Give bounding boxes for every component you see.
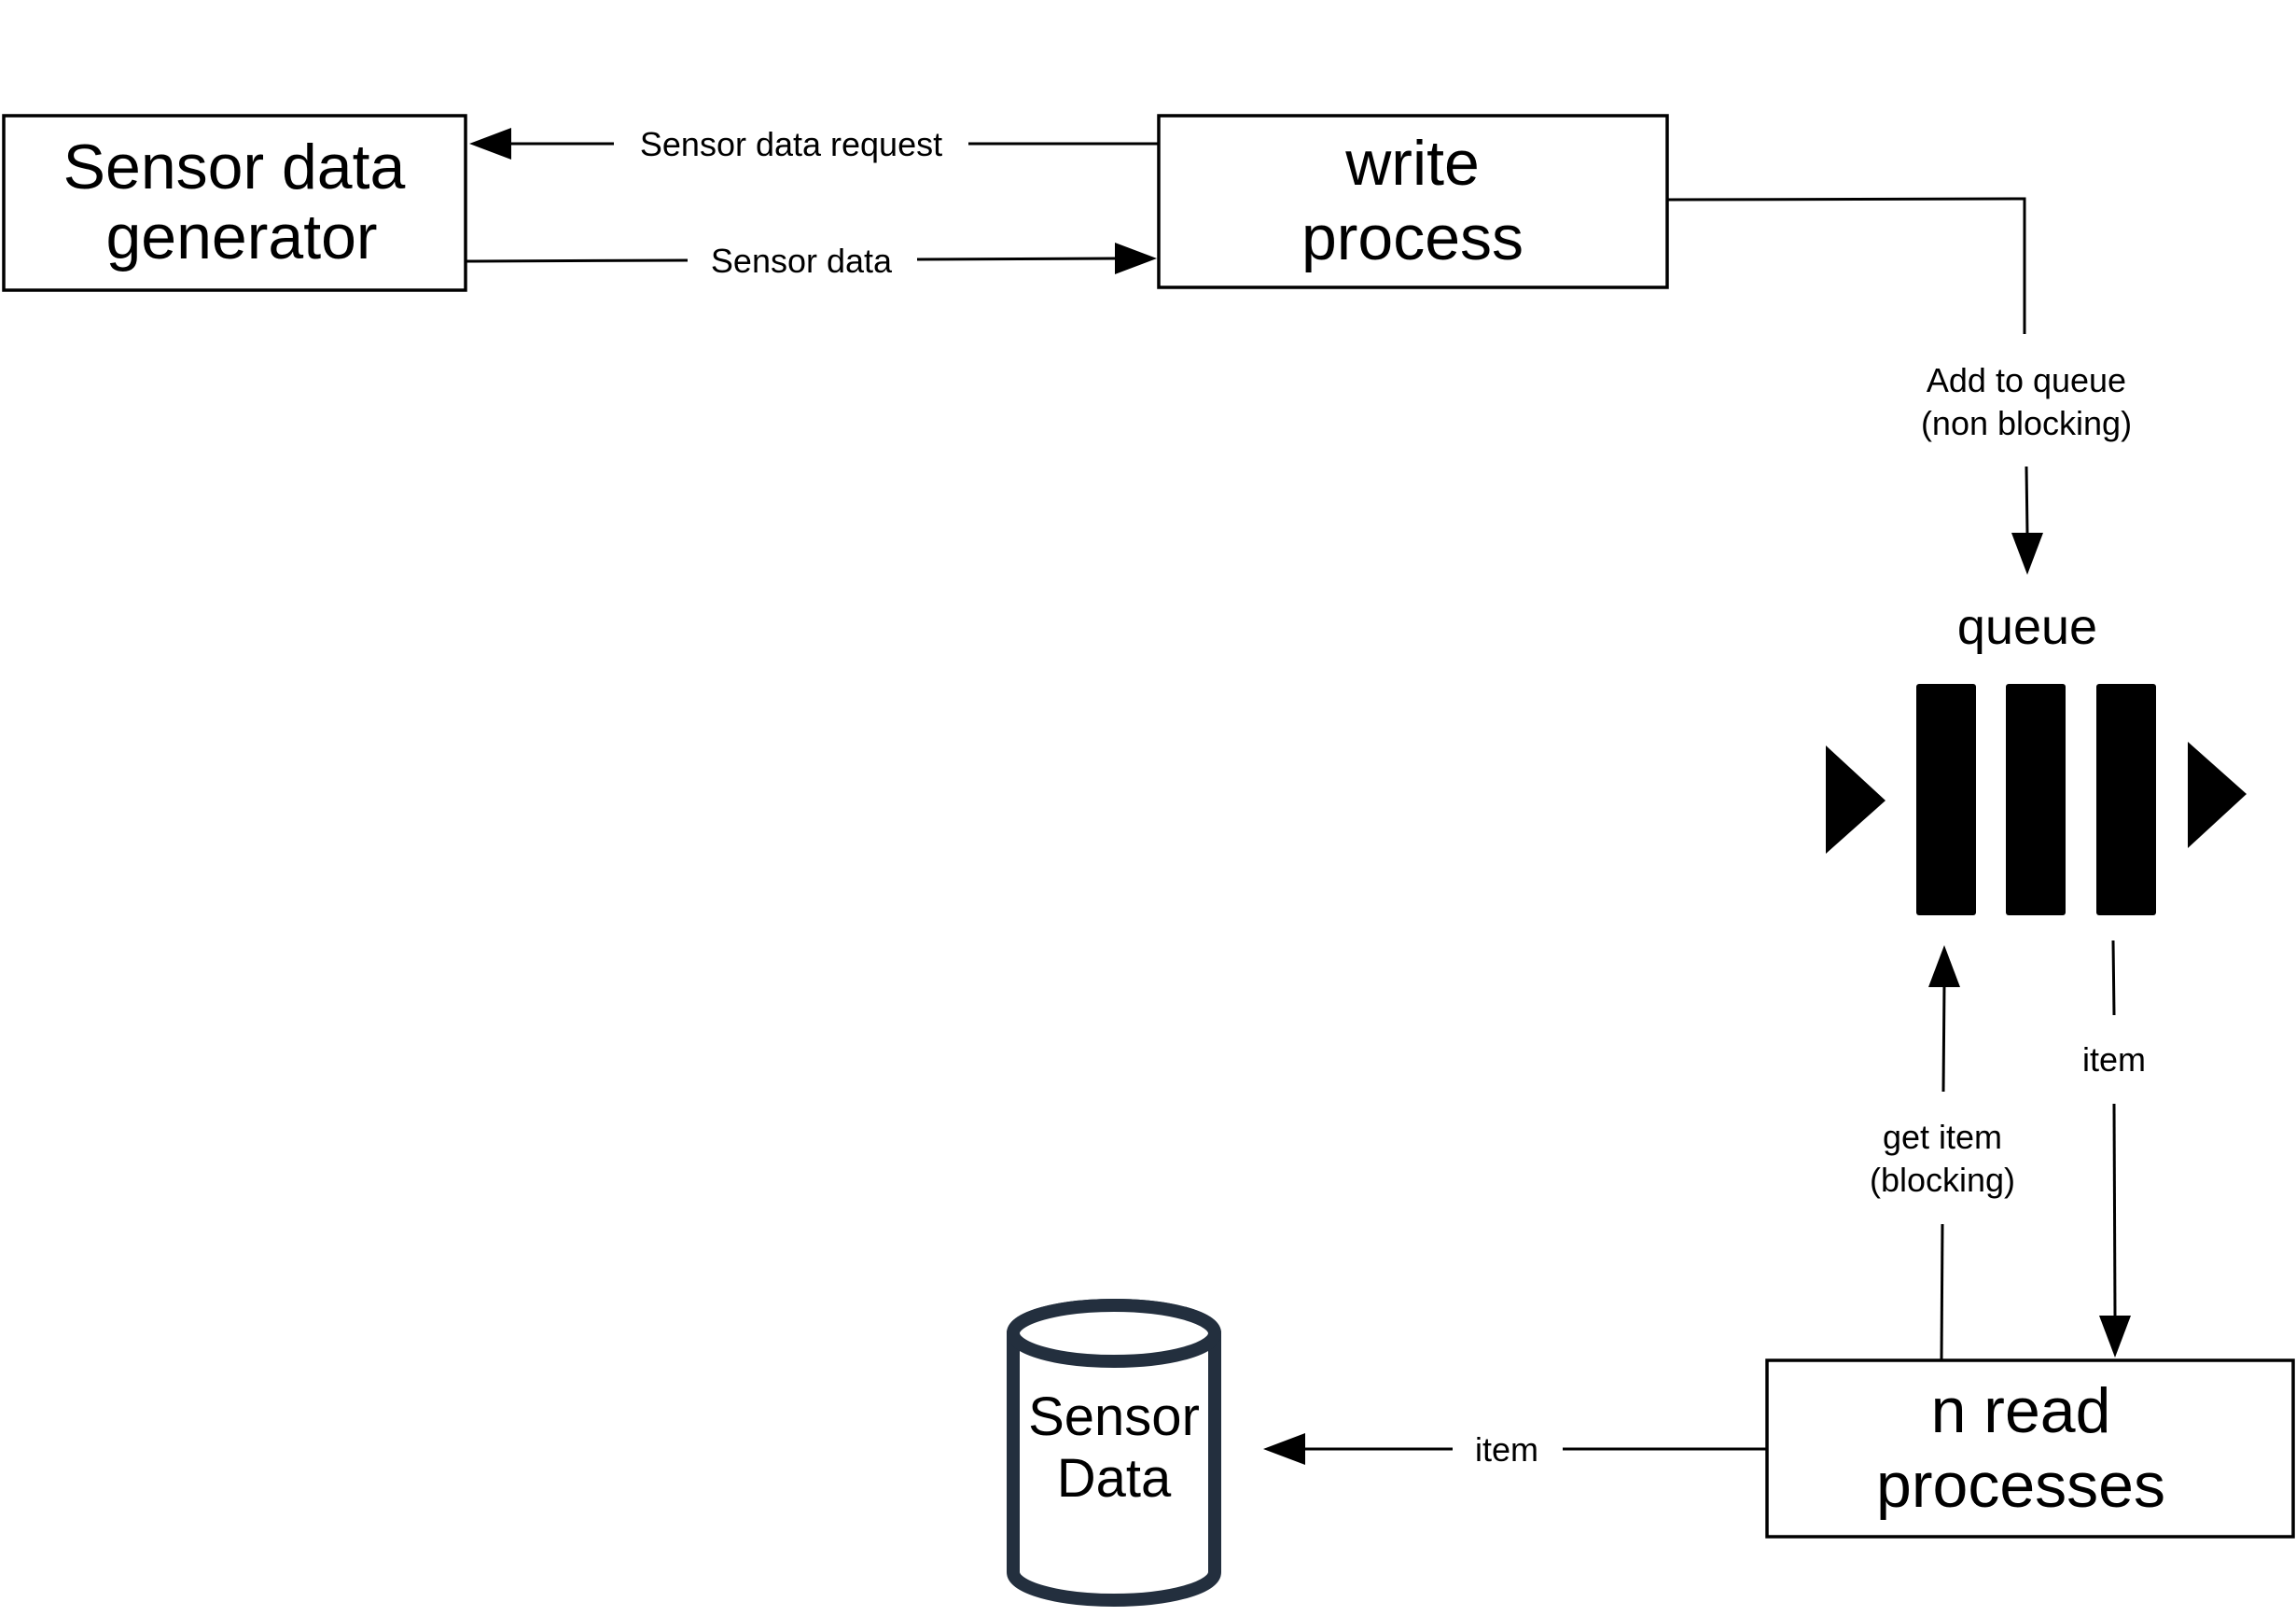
- queue-node[interactable]: queue: [1826, 599, 2247, 915]
- queue-title: queue: [1957, 599, 2097, 655]
- database-top-ellipse: [1007, 1299, 1221, 1368]
- edge-label-get-item-line-1: get item: [1883, 1118, 2002, 1156]
- database-label-line-2: Data: [1057, 1448, 1172, 1509]
- edge-label-item-dequeue: item: [2082, 1040, 2146, 1079]
- database-label-line-1: Sensor: [1028, 1386, 1200, 1447]
- generator-title-line-1: Sensor data: [63, 132, 406, 202]
- write-process-title-line-2: process: [1301, 202, 1524, 273]
- queue-slot-1: [1916, 684, 1976, 915]
- generator-title-line-2: generator: [105, 202, 377, 272]
- queue-slot-3: [2096, 684, 2156, 915]
- edge-label-add-to-queue-line-2: (non blocking): [1921, 404, 2132, 442]
- edge-label-get-item-line-2: (blocking): [1870, 1161, 2015, 1199]
- write-process-title-line-1: write: [1344, 128, 1480, 199]
- edge-label-item-store: item: [1475, 1430, 1538, 1469]
- arrowhead-left-icon: [1263, 1433, 1305, 1465]
- edge-label-sensor-data-request: Sensor data request: [640, 125, 942, 163]
- queue-output-arrow-icon: [2188, 742, 2247, 848]
- arrowhead-right-icon: [1115, 243, 1157, 274]
- arrowhead-left-icon: [469, 128, 511, 160]
- edge-add-to-queue: Add to queue (non blocking): [1666, 197, 2132, 575]
- read-processes-node[interactable]: n read processes: [1765, 1358, 2295, 1539]
- edge-get-item: get item (blocking): [1870, 945, 2015, 1361]
- edge-sensor-data-request: Sensor data request: [469, 125, 1159, 163]
- arrowhead-down-icon: [2011, 533, 2043, 575]
- edge-item-store: item: [1263, 1430, 1767, 1469]
- queue-input-arrow-icon: [1826, 745, 1886, 854]
- arrowhead-up-icon: [1928, 945, 1960, 987]
- edge-label-add-to-queue-line-1: Add to queue: [1927, 361, 2126, 399]
- read-processes-title-line-2: processes: [1876, 1450, 2165, 1521]
- write-process-node[interactable]: write process: [1157, 114, 1669, 289]
- generator-node[interactable]: Sensor data generator: [2, 114, 467, 292]
- database-node[interactable]: Sensor Data: [1007, 1299, 1221, 1607]
- edge-item-dequeue: item: [2082, 940, 2146, 1358]
- edge-sensor-data: Sensor data: [465, 242, 1157, 280]
- edge-label-sensor-data: Sensor data: [711, 242, 893, 280]
- read-processes-title-line-1: n read: [1931, 1375, 2111, 1446]
- queue-slot-2: [2006, 684, 2066, 915]
- arrowhead-down-icon: [2099, 1316, 2131, 1358]
